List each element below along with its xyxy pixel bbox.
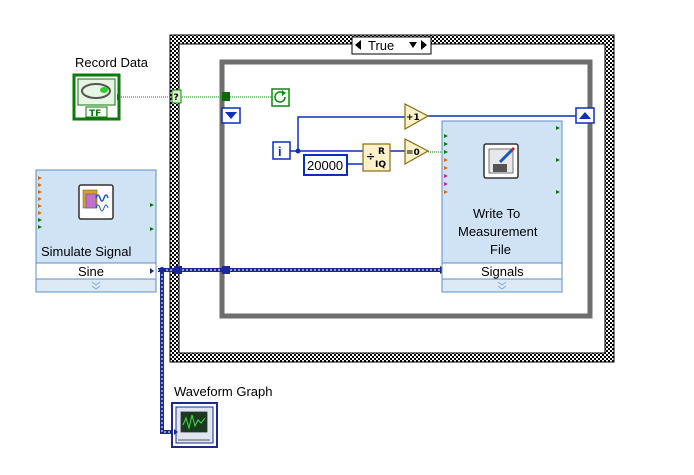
quotient-remainder-function[interactable]: ÷ R IQ — [362, 143, 391, 172]
svg-text:+1: +1 — [406, 113, 420, 123]
iteration-terminal[interactable]: i — [272, 141, 291, 160]
case-selector-label: True — [368, 38, 394, 53]
svg-text:TF: TF — [89, 109, 101, 119]
toggle-switch-icon — [81, 83, 111, 99]
increment-function[interactable]: +1 — [404, 103, 430, 131]
shift-register-icon — [225, 112, 237, 119]
numeric-wire[interactable] — [290, 115, 576, 165]
chevron-down-icon[interactable] — [409, 42, 417, 48]
simulate-signal-vi[interactable]: Simulate Signal Sine — [35, 169, 157, 293]
svg-text:R: R — [378, 147, 385, 157]
write-file-title-1: Write To — [473, 206, 520, 221]
simulate-signal-icon — [78, 184, 114, 220]
record-data-terminal[interactable]: TF — [72, 73, 121, 121]
svg-text:?: ? — [174, 93, 179, 103]
case-selector[interactable]: True — [351, 36, 432, 55]
divide-icon: ÷ — [366, 150, 375, 163]
input-terminals — [444, 134, 448, 194]
boolean-loop-tunnel[interactable] — [222, 92, 230, 101]
loop-tunnel[interactable] — [222, 266, 230, 274]
chevron-down-icon — [497, 281, 507, 290]
increment-arrow-icon[interactable] — [421, 40, 427, 50]
write-file-input: Signals — [481, 264, 524, 279]
svg-text:20000: 20000 — [307, 158, 343, 173]
shift-register-right[interactable] — [575, 107, 595, 124]
chevron-down-icon — [91, 281, 101, 290]
record-data-label: Record Data — [75, 55, 149, 70]
svg-text:i: i — [278, 144, 282, 159]
write-measurement-file-vi[interactable]: Write To Measurement File Signals — [441, 120, 563, 293]
equal-zero-function[interactable]: =0 — [404, 138, 430, 166]
simulate-signal-mode: Sine — [78, 264, 104, 279]
input-terminals — [38, 176, 42, 229]
shift-register-icon — [579, 112, 591, 119]
case-tunnel[interactable] — [174, 266, 182, 274]
svg-text:=0: =0 — [406, 148, 420, 158]
simulate-signal-title: Simulate Signal — [41, 244, 131, 259]
shift-register-left[interactable] — [221, 107, 241, 124]
loop-condition-icon — [274, 91, 286, 103]
svg-text:IQ: IQ — [375, 160, 386, 170]
decrement-arrow-icon[interactable] — [355, 40, 361, 50]
case-boolean-tunnel[interactable]: ? — [171, 89, 182, 104]
write-file-title-3: File — [490, 242, 511, 257]
boolean-wire[interactable] — [121, 96, 444, 153]
while-loop[interactable] — [219, 59, 593, 319]
write-file-title-2: Measurement — [458, 224, 538, 239]
numeric-constant[interactable]: 20000 — [303, 154, 348, 176]
write-file-icon — [483, 143, 519, 179]
waveform-graph-label: Waveform Graph — [174, 384, 273, 399]
waveform-graph-terminal[interactable] — [171, 402, 218, 448]
loop-condition-terminal[interactable] — [271, 88, 290, 107]
